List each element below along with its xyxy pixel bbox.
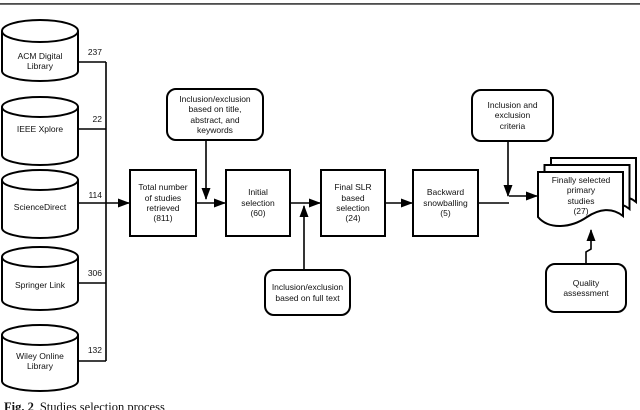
database-connector-trunk	[78, 61, 107, 362]
label-quality-assessment: Quality assessment	[563, 277, 609, 298]
box-initial-selection	[225, 169, 291, 237]
database-label-wiley: Wiley Online Library	[16, 351, 64, 372]
count-wiley: 132	[87, 345, 102, 355]
label-final-primary-studies: Finally selected primary studies (27)	[551, 175, 611, 217]
count-ieee: 22	[92, 114, 102, 124]
figure-caption: Fig. 2 Studies selection process	[4, 400, 634, 410]
count-sciencedirect: 114	[88, 190, 102, 200]
cylinder-springer-link	[1, 246, 79, 311]
database-label-sciencedirect: ScienceDirect	[13, 202, 67, 212]
database-label-springer: Springer Link	[14, 280, 66, 290]
rounded-box-inclusion-criteria	[471, 89, 554, 142]
figure-caption-label: Fig. 2	[4, 400, 34, 410]
arrow-quality-assessment-up	[585, 229, 596, 264]
label-inclusion-criteria: Inclusion and exclusion criteria	[487, 99, 538, 131]
label-backward-snowballing: Backward snowballing (5)	[423, 187, 468, 219]
rounded-box-fulltext-criteria	[264, 269, 351, 316]
label-total-retrieved: Total number of studies retrieved (811)	[138, 182, 188, 224]
page-top-rule	[0, 3, 640, 5]
database-label-acm: ACM Digital Library	[17, 51, 63, 72]
cylinder-sciencedirect	[1, 169, 79, 239]
label-initial-selection: Initial selection (60)	[241, 187, 275, 219]
box-backward-snowballing	[412, 169, 479, 237]
box-total-retrieved	[129, 169, 197, 237]
label-final-slr-selection: Final SLR based selection (24)	[334, 182, 372, 224]
box-final-slr-selection	[320, 169, 386, 237]
rounded-box-title-criteria	[166, 88, 264, 141]
cylinder-acm-digital-library	[1, 19, 79, 82]
figure-caption-text: Studies selection process	[39, 400, 165, 410]
label-fulltext-criteria: Inclusion/exclusion based on full text	[271, 282, 344, 303]
label-title-criteria: Inclusion/exclusion based on title, abst…	[179, 93, 251, 135]
database-label-ieee: IEEE Xplore	[16, 124, 64, 134]
cylinder-ieee-xplore	[1, 96, 79, 166]
count-acm: 237	[87, 47, 102, 57]
count-springer: 306	[87, 268, 102, 278]
cylinder-wiley-online-library	[1, 324, 79, 392]
